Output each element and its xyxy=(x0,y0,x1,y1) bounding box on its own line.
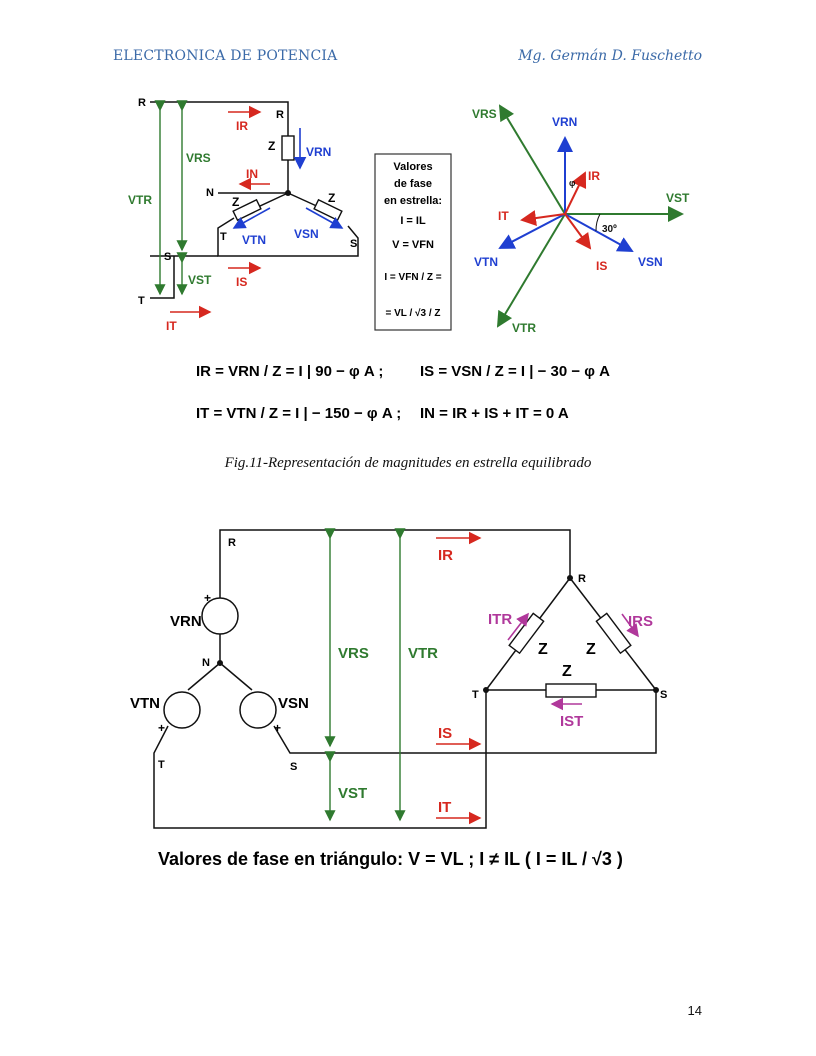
box-line-4: I = IL xyxy=(400,215,426,227)
in-label: IN xyxy=(246,167,258,181)
is-label-2: IS xyxy=(438,725,452,742)
header-title: ELECTRONICA DE POTENCIA xyxy=(113,48,338,64)
vrn-source-label: VRN xyxy=(170,613,202,630)
node-t-label: T xyxy=(138,295,145,307)
phasor-vst-label: VST xyxy=(666,191,690,205)
source-vrn xyxy=(201,597,239,635)
z-label-t: Z xyxy=(232,195,239,209)
z-label-rs: Z xyxy=(586,641,596,658)
equation-ir-is-left: IR = VRN / Z = I | 90 − φ A ; xyxy=(196,363,383,380)
is-label: IS xyxy=(236,275,247,289)
phasor-vsn-label: VSN xyxy=(638,255,663,269)
neutral-node-dot xyxy=(285,190,291,196)
node-r-label: R xyxy=(138,97,146,109)
vrs-label: VRS xyxy=(186,151,211,165)
node-t2-label: T xyxy=(220,231,227,243)
z-label-s: Z xyxy=(328,191,335,205)
phasor-it-label: IT xyxy=(498,209,509,223)
equation-ir-is-right: IS = VSN / Z = I | − 30 − φ A xyxy=(420,363,610,380)
phi-label-r: φ xyxy=(569,178,576,188)
delta-values-caption: Valores de fase en triángulo: V = VL ; I… xyxy=(158,849,623,869)
delta-node-t xyxy=(483,687,489,693)
irs-label: IRS xyxy=(628,613,653,630)
itr-label: ITR xyxy=(488,611,512,628)
node-t2-label-2: T xyxy=(472,689,479,701)
impedance-tr xyxy=(508,612,545,655)
page-number: 14 xyxy=(687,1003,702,1018)
phasor-vrs-label: VRS xyxy=(472,107,497,121)
vst-label: VST xyxy=(188,273,212,287)
phasor-vtn-label: VTN xyxy=(474,255,498,269)
angle-label: 30º xyxy=(602,224,617,235)
phasor-vrn-label: VRN xyxy=(552,115,577,129)
source-vsn xyxy=(239,691,277,729)
source-neutral-dot xyxy=(217,660,223,666)
box-line-1: Valores xyxy=(393,161,432,173)
plus-sign-s: + xyxy=(274,721,281,735)
ir-label-2: IR xyxy=(438,547,453,564)
node-s-label-2: S xyxy=(290,761,297,773)
impedance-st xyxy=(545,683,597,698)
vsn-source-label: VSN xyxy=(278,695,309,712)
z-label-tr: Z xyxy=(538,641,548,658)
it-label: IT xyxy=(166,319,177,333)
vtn-source-label: VTN xyxy=(130,695,160,712)
node-r2-label: R xyxy=(276,109,284,121)
impedance-r xyxy=(281,135,295,161)
delta-node-s xyxy=(653,687,659,693)
box-line-7: = VL / √3 / Z xyxy=(385,308,440,319)
vtn-label: VTN xyxy=(242,233,266,247)
vtr-label-2: VTR xyxy=(408,645,438,662)
box-line-5: V = VFN xyxy=(392,239,434,251)
star-connection-figure: R R N S T T S Z Z Z VRS VTR VST VRN VTN … xyxy=(128,97,690,422)
delta-node-r xyxy=(567,575,573,581)
phasor-is-label: IS xyxy=(596,259,607,273)
ist-label: IST xyxy=(560,713,583,730)
node-n-label: N xyxy=(206,187,214,199)
plus-sign-r: + xyxy=(204,591,211,605)
vrs-label-2: VRS xyxy=(338,645,369,662)
node-n-label-2: N xyxy=(202,657,210,669)
vrn-label: VRN xyxy=(306,145,331,159)
box-line-3: en estrella: xyxy=(384,195,442,207)
node-r-label-2: R xyxy=(228,537,236,549)
phasor-ir-label: IR xyxy=(588,169,600,183)
z-label-r: Z xyxy=(268,139,275,153)
node-s2-label: S xyxy=(350,238,357,250)
plus-sign-t: + xyxy=(158,721,165,735)
phasor-vtr-label: VTR xyxy=(512,321,536,335)
vtr-label: VTR xyxy=(128,193,152,207)
phasor-diagram: VRS VRN IR VST IT VTN IS VSN VTR 30º φ xyxy=(472,104,690,335)
vsn-label: VSN xyxy=(294,227,319,241)
equation-it-in-left: IT = VTN / Z = I | − 150 − φ A ; xyxy=(196,405,401,422)
impedance-s xyxy=(313,198,343,222)
z-label-st: Z xyxy=(562,663,572,680)
ir-label: IR xyxy=(236,119,248,133)
impedance-rs xyxy=(595,612,632,655)
vst-label-2: VST xyxy=(338,785,367,802)
it-label-2: IT xyxy=(438,799,451,816)
delta-connection-figure: VRN VTN VSN + + + R N T S Z Z Z R T S VR… xyxy=(130,528,667,869)
node-r2-label-2: R xyxy=(578,573,586,585)
impedance-t xyxy=(232,198,262,222)
node-s-label: S xyxy=(164,251,171,263)
equation-it-in-right: IN = IR + IS + IT = 0 A xyxy=(420,405,569,422)
box-line-2: de fase xyxy=(394,178,432,190)
source-vtn xyxy=(163,691,201,729)
node-t-label-2: T xyxy=(158,759,165,771)
node-s2-label-2: S xyxy=(660,689,667,701)
header-author: Mg. Germán D. Fuschetto xyxy=(518,48,702,64)
box-line-6: I = VFN / Z = xyxy=(384,272,441,283)
star-values-box: Valores de fase en estrella: I = IL V = … xyxy=(374,153,452,331)
figure-11-caption: Fig.11-Representación de magnitudes en e… xyxy=(224,455,592,471)
